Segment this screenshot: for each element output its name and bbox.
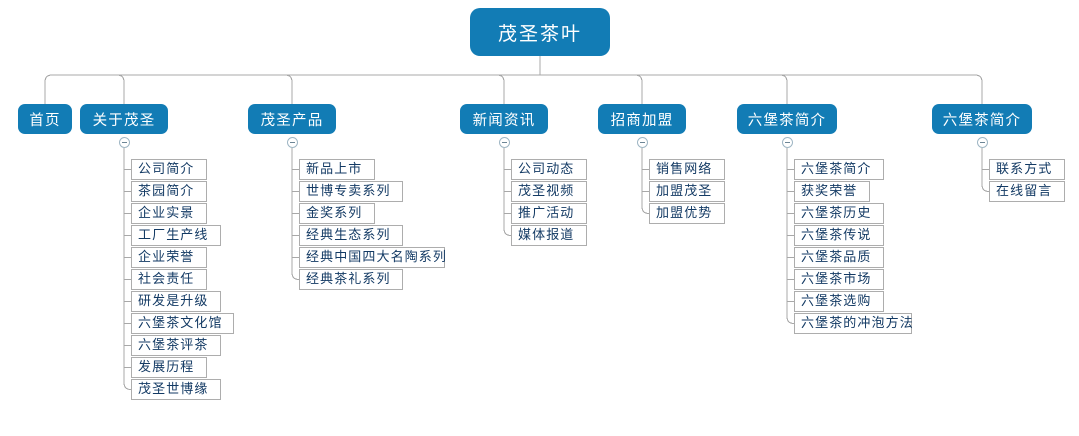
branch-node[interactable]: 六堡茶简介 (737, 104, 837, 134)
branch-node[interactable]: 新闻资讯 (460, 104, 548, 134)
leaf-node[interactable]: 获奖荣誉 (794, 181, 870, 202)
leaf-node[interactable]: 联系方式 (989, 159, 1065, 180)
collapse-toggle[interactable] (636, 137, 648, 148)
leaf-node[interactable]: 推广活动 (511, 203, 587, 224)
leaf-node[interactable]: 加盟茂圣 (649, 181, 725, 202)
leaf-node[interactable]: 公司动态 (511, 159, 587, 180)
branch-node[interactable]: 关于茂圣 (80, 104, 168, 134)
leaf-node[interactable]: 发展历程 (131, 357, 207, 378)
branch-node[interactable]: 六堡茶简介 (932, 104, 1032, 134)
leaf-node[interactable]: 六堡茶评茶 (131, 335, 221, 356)
leaf-node[interactable]: 茶园简介 (131, 181, 207, 202)
leaf-node[interactable]: 企业荣誉 (131, 247, 207, 268)
collapse-toggle[interactable] (976, 137, 988, 148)
branch-node[interactable]: 茂圣产品 (248, 104, 336, 134)
collapse-toggle[interactable] (498, 137, 510, 148)
leaf-node[interactable]: 经典茶礼系列 (299, 269, 403, 290)
leaf-node[interactable]: 茂圣视频 (511, 181, 587, 202)
branch-node[interactable]: 首页 (18, 104, 72, 134)
collapse-toggle[interactable] (781, 137, 793, 148)
leaf-node[interactable]: 六堡茶文化馆 (131, 313, 234, 334)
leaf-node[interactable]: 加盟优势 (649, 203, 725, 224)
leaf-node[interactable]: 企业实景 (131, 203, 207, 224)
leaf-node[interactable]: 经典生态系列 (299, 225, 403, 246)
leaf-node[interactable]: 销售网络 (649, 159, 725, 180)
leaf-node[interactable]: 茂圣世博缘 (131, 379, 221, 400)
leaf-node[interactable]: 世博专卖系列 (299, 181, 403, 202)
leaf-node[interactable]: 经典中国四大名陶系列 (299, 247, 446, 268)
leaf-node[interactable]: 六堡茶市场 (794, 269, 884, 290)
leaf-node[interactable]: 新品上市 (299, 159, 375, 180)
branch-node[interactable]: 招商加盟 (598, 104, 686, 134)
leaf-node[interactable]: 六堡茶的冲泡方法 (794, 313, 913, 334)
leaf-node[interactable]: 六堡茶简介 (794, 159, 884, 180)
collapse-toggle[interactable] (286, 137, 298, 148)
leaf-node[interactable]: 六堡茶历史 (794, 203, 884, 224)
root-node[interactable]: 茂圣茶叶 (470, 8, 610, 56)
leaf-node[interactable]: 社会责任 (131, 269, 207, 290)
leaf-node[interactable]: 六堡茶传说 (794, 225, 884, 246)
leaf-node[interactable]: 媒体报道 (511, 225, 587, 246)
collapse-toggle[interactable] (118, 137, 130, 148)
leaf-node[interactable]: 公司简介 (131, 159, 207, 180)
leaf-node[interactable]: 工厂生产线 (131, 225, 221, 246)
leaf-node[interactable]: 六堡茶选购 (794, 291, 884, 312)
leaf-node[interactable]: 金奖系列 (299, 203, 375, 224)
leaf-node[interactable]: 研发是升级 (131, 291, 221, 312)
leaf-node[interactable]: 在线留言 (989, 181, 1065, 202)
leaf-node[interactable]: 六堡茶品质 (794, 247, 884, 268)
